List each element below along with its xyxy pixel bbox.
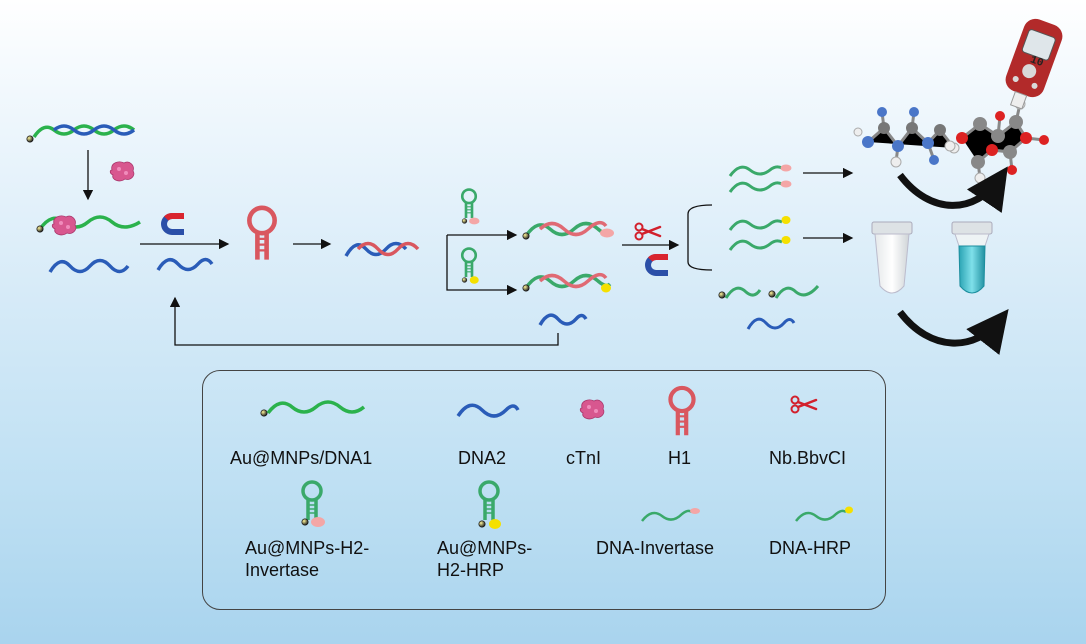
sucrose-molecule [853, 107, 960, 168]
legend-dna1-icon [260, 400, 366, 417]
scissors-icon [634, 222, 662, 241]
glucometer-icon [1005, 18, 1063, 110]
dna2-residue [746, 317, 796, 330]
legend-label-nbbbvci: Nb.BbvCI [769, 448, 847, 468]
dna2-recycled [538, 313, 588, 326]
legend-label-h2-hrp-2: H2-HRP [437, 560, 505, 580]
bead-h2-residues [718, 284, 820, 299]
magnet-icon [161, 213, 184, 235]
h1-h2-invertase-duplex [522, 220, 614, 240]
legend-dna-hrp-icon [795, 506, 853, 522]
legend-label-h1: H1 [668, 448, 692, 468]
recycle-arrow [169, 296, 559, 346]
meter-readout: 10 [1028, 54, 1045, 70]
glucose-molecule [944, 98, 1049, 184]
curved-arrow-bottom [897, 308, 1009, 355]
ctni-enzyme-icon [109, 161, 135, 182]
dna2-h1-duplex [344, 241, 420, 257]
legend-label-h2-invertase-1: Au@MNPs-H2- [245, 538, 370, 558]
h1-h2-hrp-duplex [522, 272, 612, 293]
magnet-icon-2 [645, 254, 668, 276]
dna2-released [156, 257, 214, 272]
legend-label-dna1: Au@MNPs/DNA1 [230, 448, 373, 468]
tube-blue [951, 221, 993, 294]
legend-h2-invertase-icon [301, 480, 325, 527]
legend-label-dna-invertase: DNA-Invertase [596, 538, 715, 558]
split-bracket [687, 204, 713, 271]
legend-label-h2-hrp-1: Au@MNPs- [437, 538, 533, 558]
legend-dna-invertase-icon [641, 508, 700, 522]
legend-label-ctni: cTnI [566, 448, 602, 468]
legend-label-h2-invertase-2: Invertase [245, 560, 320, 580]
dna1-with-ctni [36, 215, 141, 236]
dna1-dna2-duplex [26, 124, 136, 143]
legend-label-dna2: DNA2 [458, 448, 507, 468]
tube-colorless [871, 221, 913, 294]
curved-arrow-top [897, 166, 1008, 213]
dna2-free [48, 258, 130, 274]
h2-hrp-hairpin-icon [460, 247, 479, 284]
legend-h2-hrp-icon [478, 480, 501, 529]
dna-invertase-products [728, 164, 792, 193]
dna-hrp-products [728, 216, 791, 251]
h2-invertase-hairpin-icon [460, 188, 480, 225]
legend-label-dna-hrp: DNA-HRP [769, 538, 852, 558]
legend-panel [202, 370, 886, 610]
h1-hairpin-icon [249, 208, 274, 260]
branch-arrow-lower [446, 235, 518, 296]
legend-dna2-icon [456, 403, 520, 418]
